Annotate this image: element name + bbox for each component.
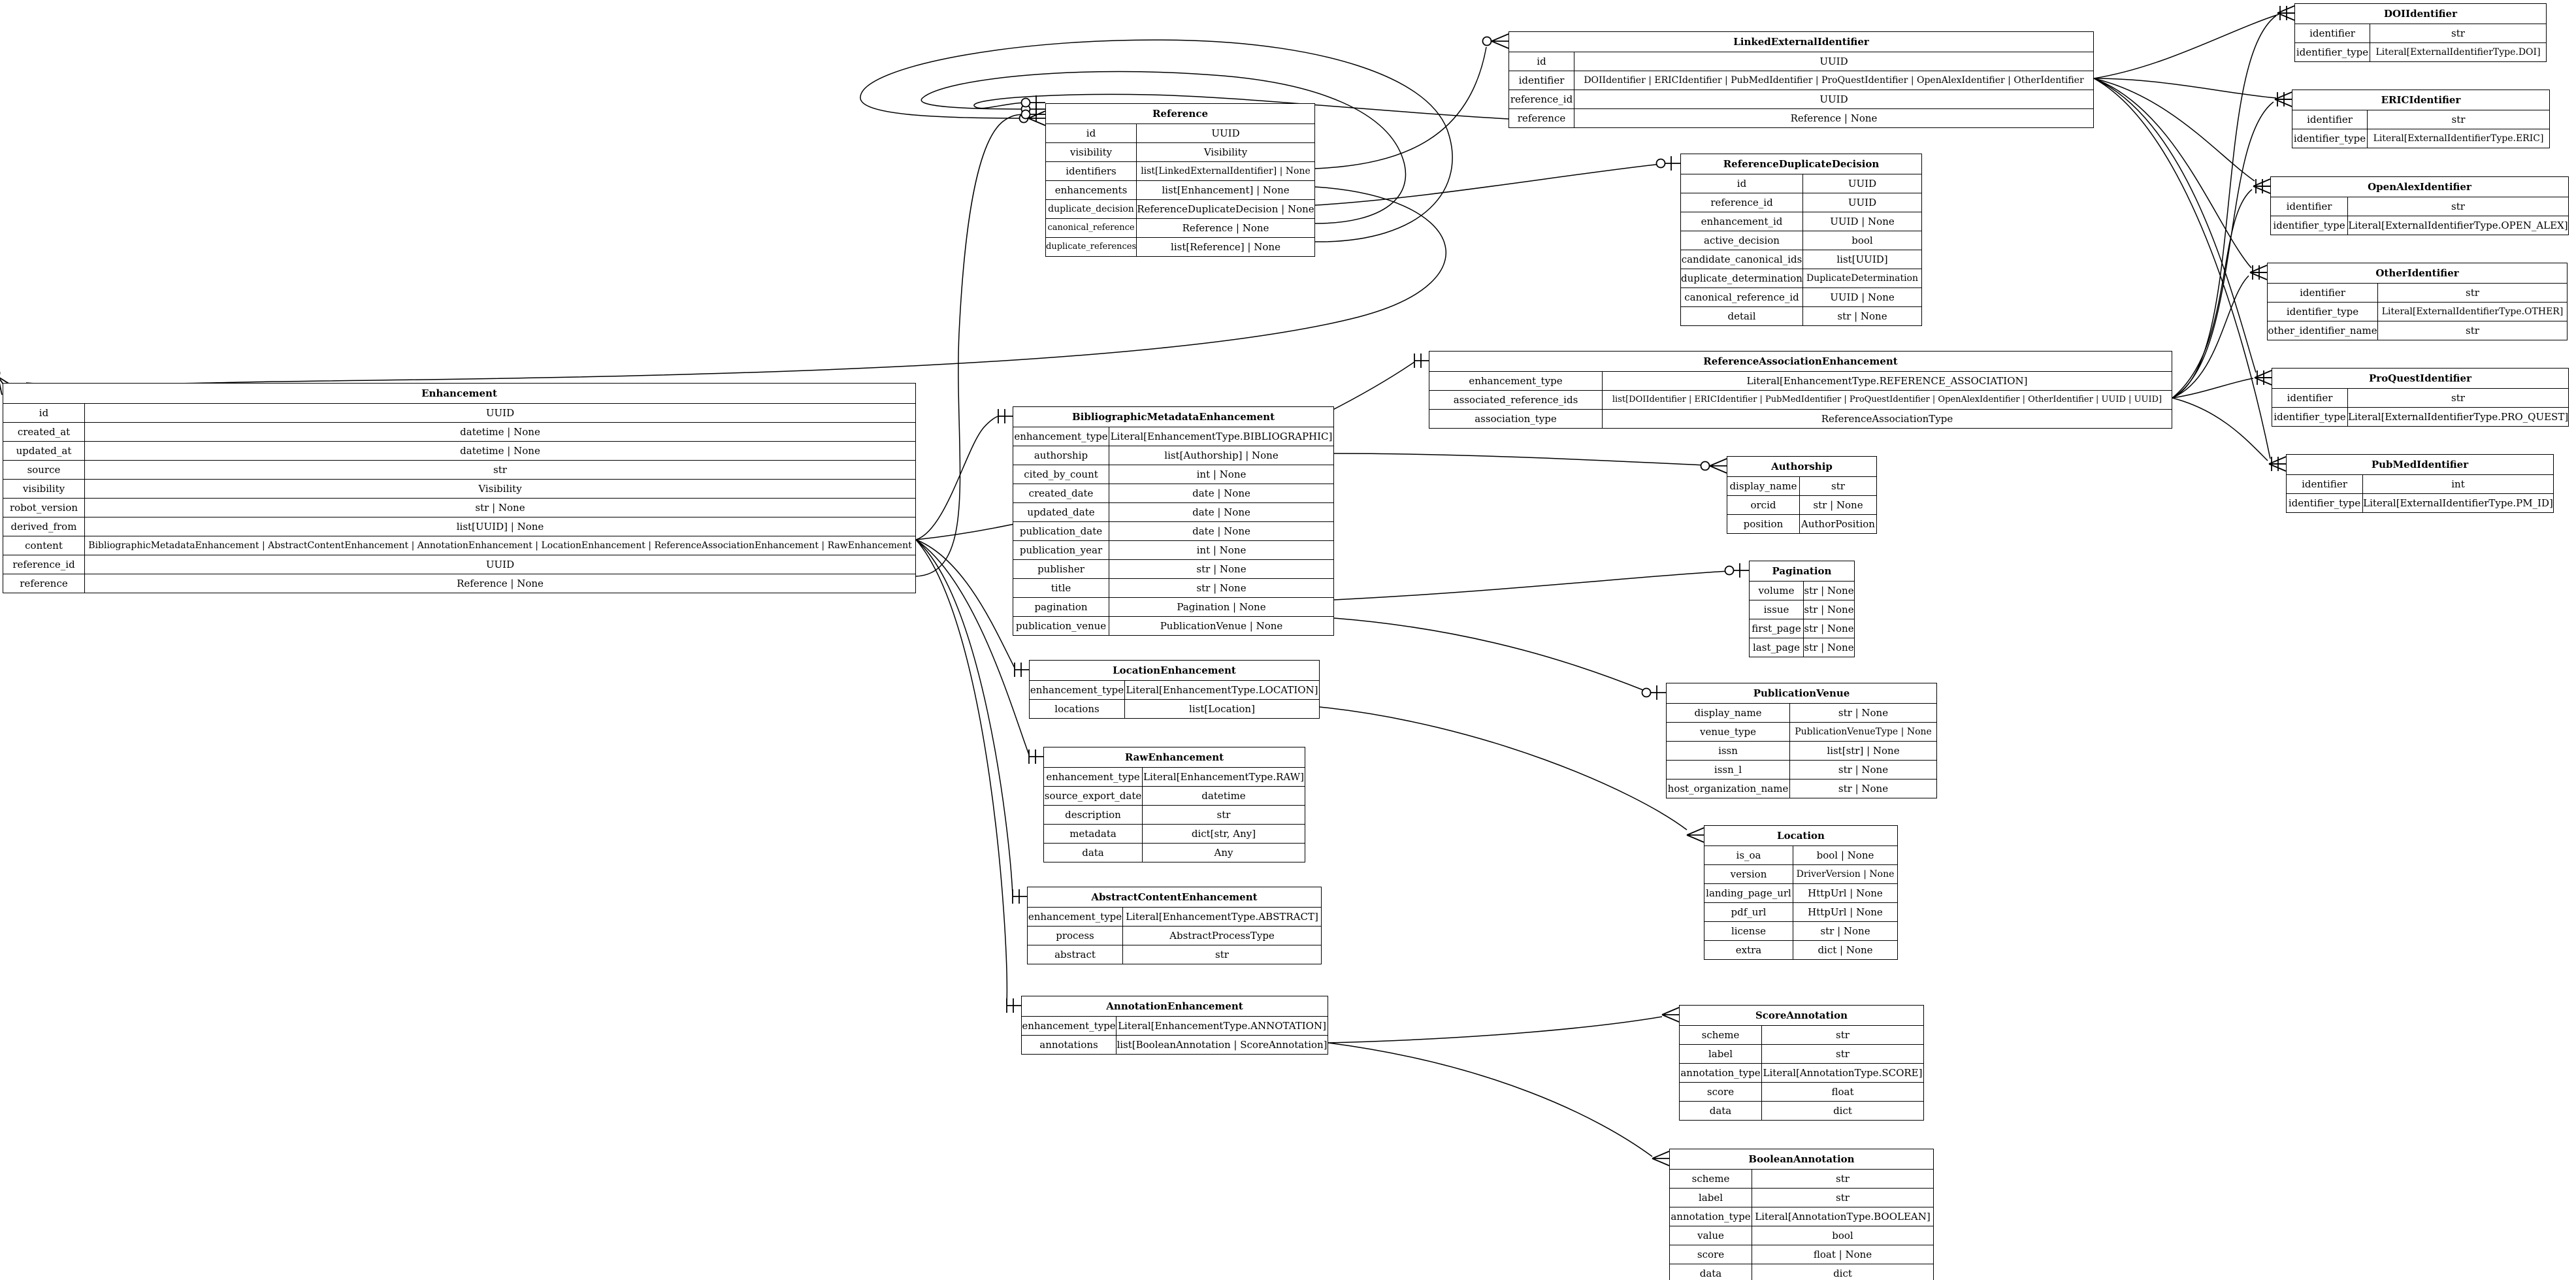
edge-endpoint-tt [998,409,1013,423]
cardinality-marker [1661,1007,1680,1023]
cardinality-marker [1700,461,1710,471]
edge-endpoint-om [1482,33,1509,49]
edge-endpoint-m [1652,1151,1670,1166]
edge-rae-associated-ids-to-proquest-identifier [2172,378,2254,399]
cardinality-marker [1006,998,1021,1013]
cardinality-marker [1651,685,1666,700]
cardinality-marker [1665,156,1680,171]
edge-bme-pagination-to-pagination [1333,570,1730,600]
cardinality-marker [1734,563,1749,578]
cardinality-marker [0,368,1,378]
edge-endpoint-m [2249,265,2268,280]
cardinality-marker [1414,353,1429,368]
edge-endpoint-om [1700,458,1727,474]
edge-bme-publication-venue-to-publication-venue [1333,617,1647,692]
edge-endpoint-m [2268,456,2287,472]
cardinality-marker [2268,456,2287,472]
edge-endpoint-oo [1655,156,1680,171]
edge-endpoint-m [2274,91,2292,107]
edge-endpoint-tt [1014,663,1029,677]
cardinality-marker [1491,33,1509,49]
edge-lei-identifier-to-other-identifier [2093,78,2252,269]
edge-annotation-enhancement-annotations-to-boolean-annotation [1328,1042,1653,1157]
edge-enhancement-content-to-location-enhancement [915,539,1015,668]
cardinality-marker [2274,91,2292,107]
cardinality-marker [1014,663,1029,677]
edge-enhancement-content-to-raw-enhancement [915,539,1030,755]
edge-endpoint-tt [1006,998,1021,1013]
cardinality-marker [1028,749,1043,764]
edge-endpoint-oo [1724,563,1749,578]
cardinality-marker [2254,370,2272,386]
edge-endpoint-om [0,368,14,395]
edge-lei-identifier-to-eric-identifier [2093,78,2277,99]
cardinality-marker [1724,565,1735,576]
edge-enhancement-content-to-annotation-enhancement [915,539,1008,1005]
cardinality-marker [1655,158,1666,169]
edge-endpoint-tt [1012,889,1027,904]
edge-endpoint-m [2254,370,2272,386]
edge-reference-duplicate-decision-to-reference-duplicate-decision [1314,163,1661,206]
edge-rae-associated-ids-to-eric-identifier [2172,101,2274,399]
edge-enhancement-content-to-bibliographic-metadata-enhancement [915,416,999,540]
edge-rae-associated-ids-to-openalex-identifier [2172,189,2253,399]
edge-lei-identifier-to-doi-identifier [2093,14,2279,79]
cardinality-marker [1686,827,1704,843]
edge-reference-duplicate-references-self [860,39,1453,242]
edge-rae-associated-ids-to-other-identifier [2172,275,2249,399]
edge-lei-identifier-to-proquest-identifier [2093,78,2257,373]
cardinality-marker [1030,107,1045,122]
edge-reference-enhancements-to-enhancement [25,186,1447,386]
cardinality-marker [1709,458,1727,474]
edge-lei-identifier-to-openalex-identifier [2093,78,2255,182]
edge-endpoint-tt [1414,353,1429,368]
edge-rae-associated-ids-to-doi-identifier [2172,15,2277,399]
edge-endpoint-oo [1641,685,1666,700]
edge-endpoint-oo [1020,107,1045,122]
cardinality-marker [2277,5,2295,21]
edge-lei-identifier-to-pubmed-identifier [2093,78,2271,459]
edge-endpoint-m [2277,5,2295,21]
cardinality-marker [998,409,1013,423]
cardinality-marker [2253,178,2271,194]
edge-enhancement-reference-to-reference [915,114,1026,577]
cardinality-marker [2249,265,2268,280]
edge-reference-canonical-reference-self [921,71,1407,224]
edge-linked-external-identifier-reference-to-reference [973,93,1509,120]
cardinality-marker [1641,687,1652,698]
cardinality-marker [1030,95,1045,110]
edge-endpoint-tt [1028,749,1043,764]
edge-endpoint-m [1661,1007,1680,1023]
edge-reference-identifiers-to-linked-external-identifier [1314,46,1487,169]
cardinality-marker [0,376,14,395]
edge-location-enhancement-locations-to-location [1319,706,1687,830]
edge-endpoint-m [1686,827,1704,843]
edge-rae-associated-ids-to-pubmed-identifier [2172,397,2268,461]
cardinality-marker [1482,36,1492,46]
cardinality-marker [1012,889,1027,904]
edge-enhancement-content-to-abstract-content-enhancement [915,539,1013,896]
edge-annotation-enhancement-annotations-to-score-annotation [1328,1016,1663,1043]
edge-endpoint-m [2253,178,2271,194]
cardinality-marker [1020,97,1031,108]
cardinality-marker [1028,110,1046,126]
edge-bme-authorship-to-authorship [1333,453,1705,466]
cardinality-marker [1652,1151,1670,1166]
edge-enhancement-content-to-reference-association-enhancement [915,361,1415,540]
cardinality-marker [1020,109,1031,120]
